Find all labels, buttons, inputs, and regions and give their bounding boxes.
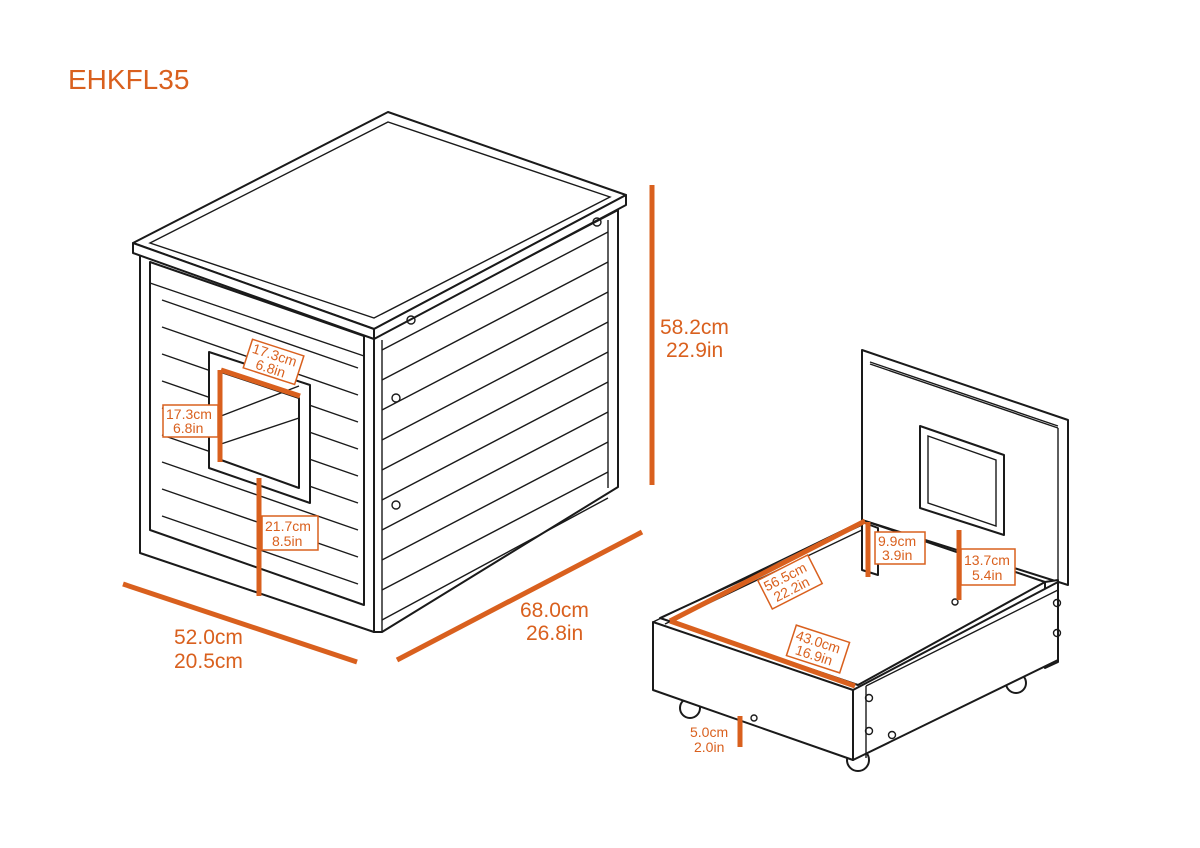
window-height-in: 5.4in (972, 567, 1002, 583)
depth-line (395, 529, 644, 663)
cabinet-side-slats (381, 220, 609, 632)
model-title: EHKFL35 (68, 64, 189, 95)
drawer-side-wall (852, 581, 1059, 761)
cabinet-depth-cm: 68.0cm (520, 599, 589, 622)
cabinet-top-inset (148, 121, 612, 319)
wall-height-in: 3.9in (882, 547, 912, 563)
cabinet-height-in: 22.9in (666, 339, 723, 362)
cabinet-depth-in: 26.8in (526, 622, 583, 645)
clearance-cm: 5.0cm (690, 724, 728, 740)
screw-icons (750, 598, 1062, 740)
cabinet-dimensions: 58.2cm 22.9in 68.0cm 26.8in 52.0cm 20.5c… (122, 185, 729, 673)
cabinet-top-edge-side (373, 194, 627, 340)
window-height-cm: 13.7cm (964, 552, 1010, 568)
width-line (122, 581, 358, 665)
door-floor-in: 8.5in (272, 533, 302, 549)
wall-height-cm: 9.9cm (878, 533, 916, 549)
cabinet-drawing (132, 111, 627, 633)
door-floor-cm: 21.7cm (265, 518, 311, 534)
cabinet-width-in: 20.5cm (174, 650, 243, 673)
inner-width-line (669, 618, 856, 689)
screw-icons (391, 217, 602, 510)
cabinet-height-cm: 58.2cm (660, 316, 729, 339)
door-height-in: 6.8in (173, 420, 203, 436)
cabinet-width-cm: 52.0cm (174, 626, 243, 649)
inner-length-line (668, 518, 867, 624)
door-height-cm: 17.3cm (166, 406, 212, 422)
clearance-in: 2.0in (694, 739, 724, 755)
door-width-line (220, 367, 301, 399)
